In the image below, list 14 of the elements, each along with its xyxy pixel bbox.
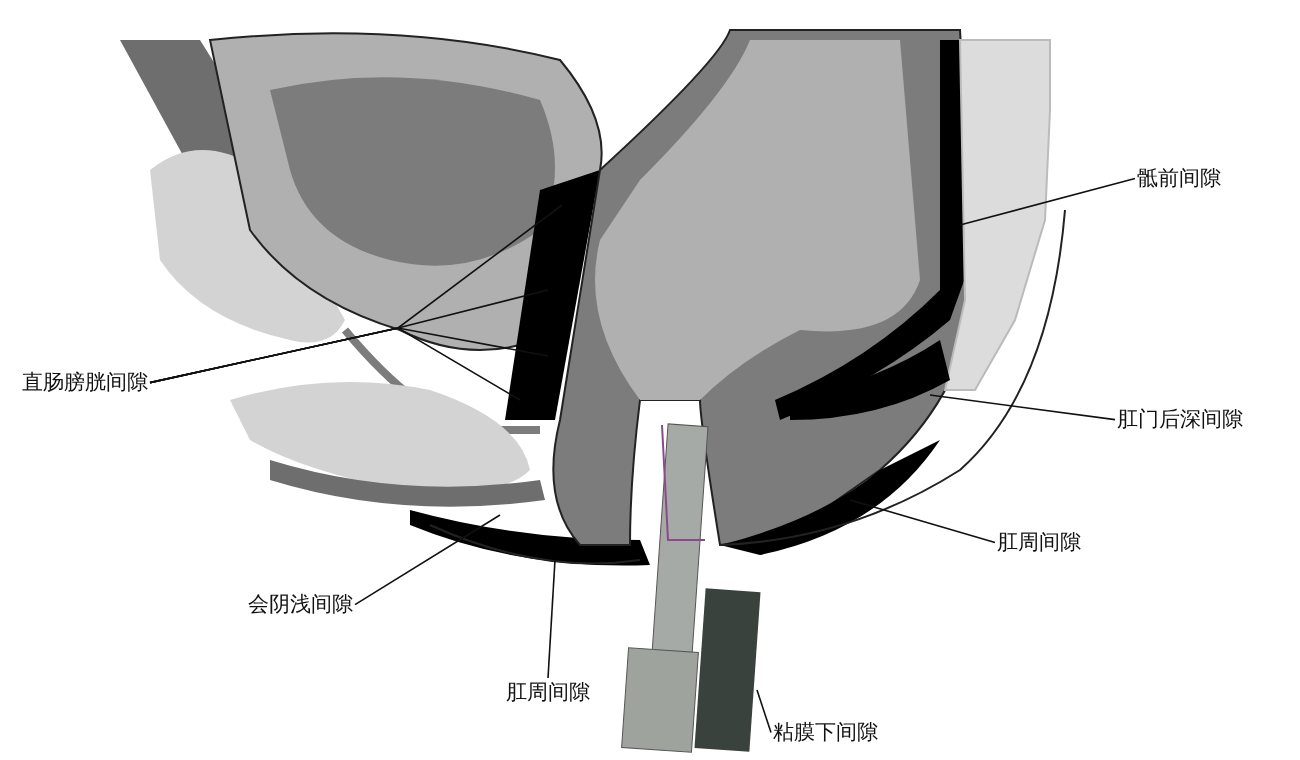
space-label: 肛周间隙 [506,680,590,706]
space-label: 直肠膀胱间隙 [22,370,148,396]
space-label: 粘膜下间隙 [773,720,878,746]
space-label: 肛门后深间隙 [1117,407,1243,433]
leader-line [756,689,772,734]
leader-line [149,327,521,401]
space-label: 肛周间隙 [997,530,1081,556]
leader-line [849,499,996,544]
leader-line [959,177,1136,226]
leader-line [354,514,501,606]
leader-line [929,394,1116,421]
leader-line [547,559,556,679]
space-label: 会阴浅间隙 [248,592,353,618]
space-label: 骶前间隙 [1137,166,1221,192]
